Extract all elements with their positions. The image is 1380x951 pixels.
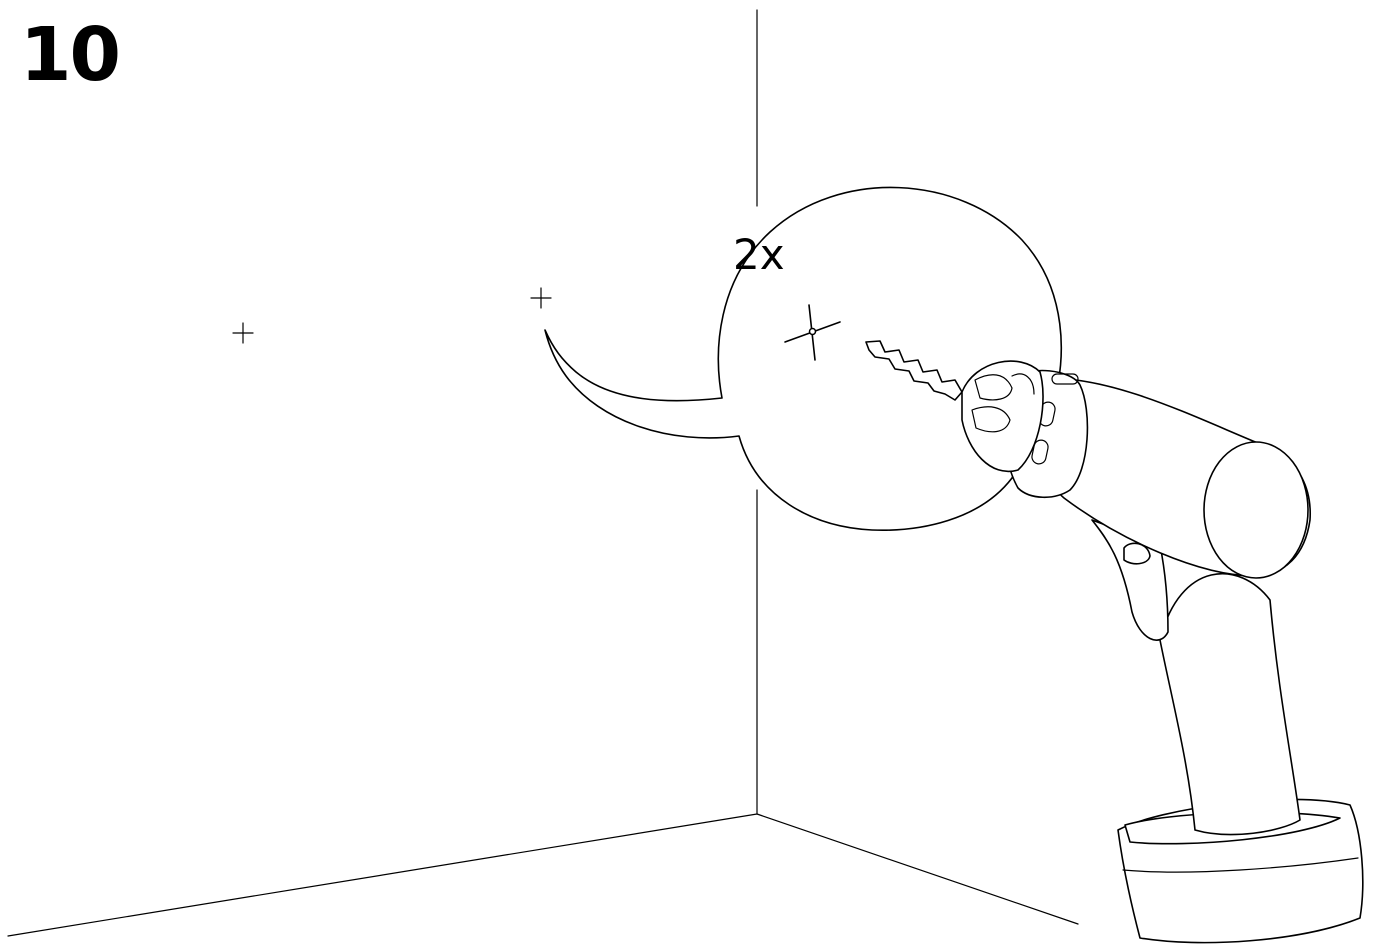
drill-bit [865,340,963,401]
mark-right-icon [530,287,552,309]
cordless-drill-icon [865,340,1364,944]
clutch-slot-3 [1051,373,1079,385]
step-number: 10 [20,12,121,98]
wall-corner [7,9,1079,937]
chuck-grip-1 [974,374,1013,401]
chuck-grip-3 [1011,373,1035,395]
zoom-callout [544,186,1063,532]
mark-left-icon [232,322,254,344]
floor-line-right [756,813,1079,925]
drill-chuck [961,360,1044,473]
drill-rear-cap [1203,441,1309,579]
quantity-label: 2x [733,230,785,279]
callout-bubble [544,186,1063,532]
battery-seam [1122,857,1359,873]
chuck-grip-2 [971,406,1011,433]
clutch-slot-2 [1031,439,1049,465]
drill-grip [1159,572,1301,836]
floor-line-left [7,813,758,937]
trigger-guard [1091,519,1169,641]
trigger-button [1123,542,1151,565]
drill-point-crosshair-icon [784,304,841,361]
